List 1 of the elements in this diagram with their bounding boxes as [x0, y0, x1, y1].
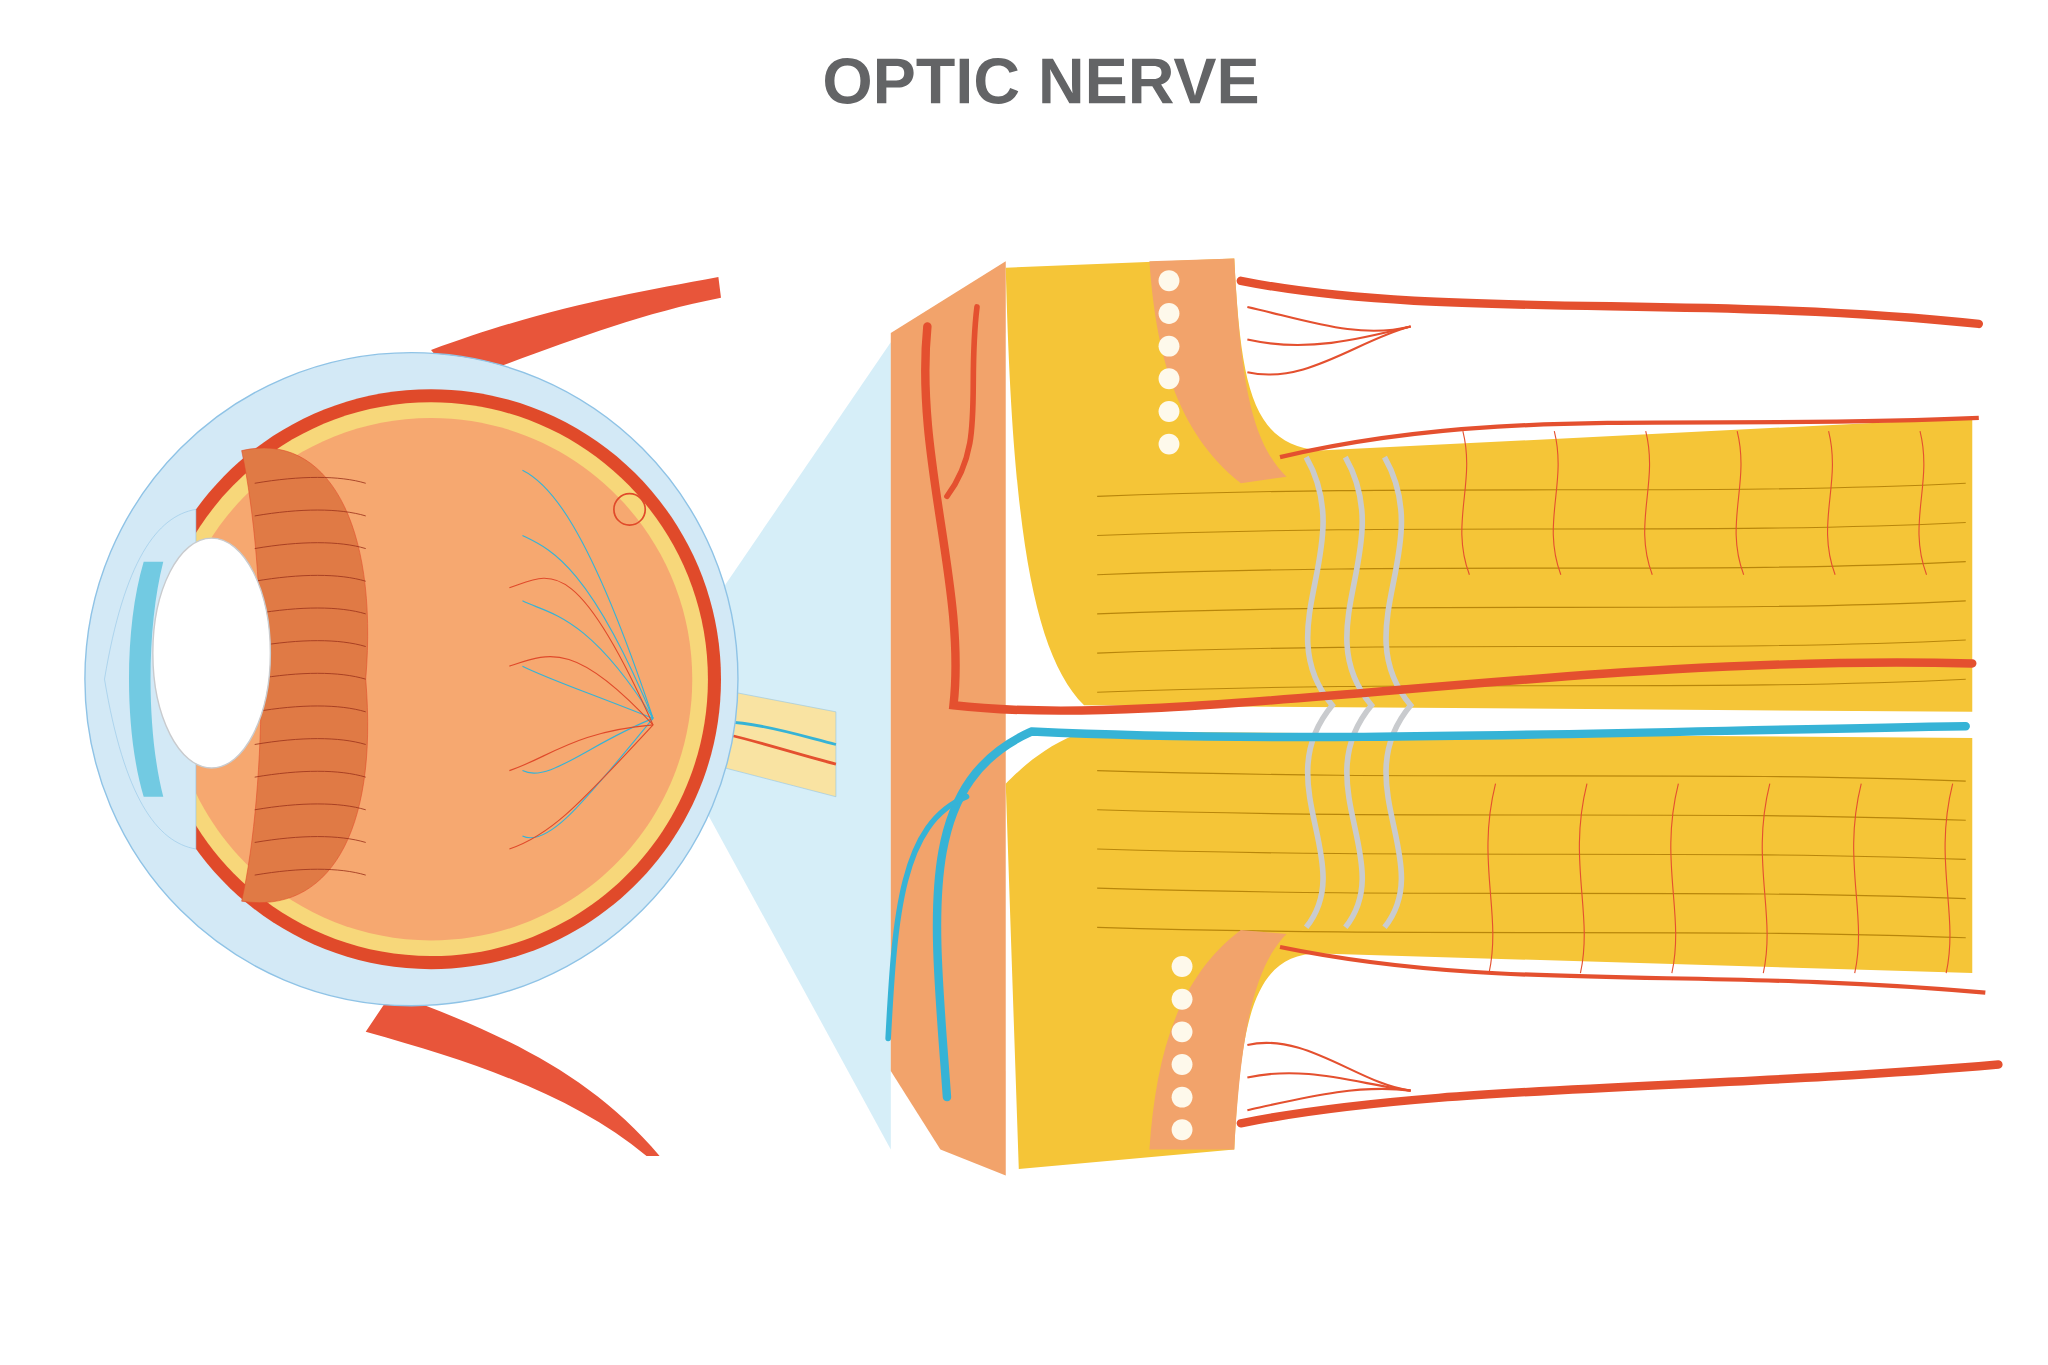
title: OPTIC NERVE — [825, 58, 1258, 104]
